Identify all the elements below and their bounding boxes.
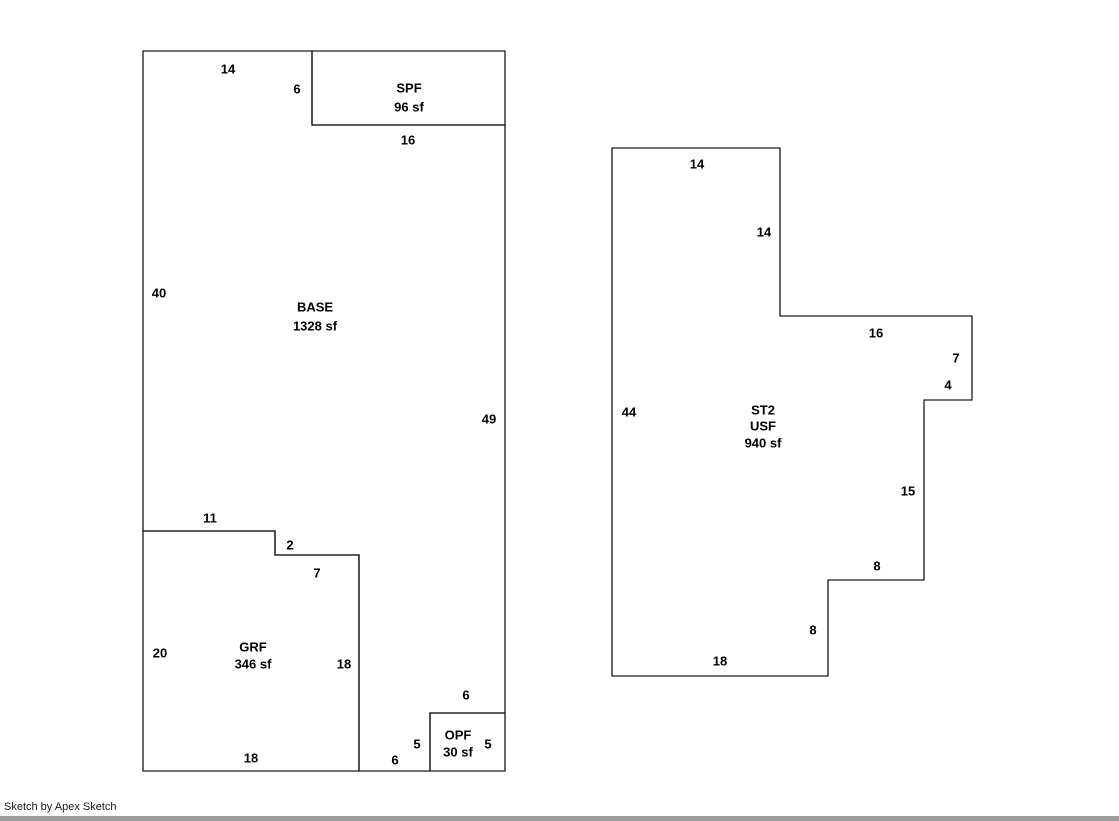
dim-st2-arm-16: 16: [868, 325, 884, 341]
dim-st2-step-8b: 8: [809, 622, 817, 638]
area-base-size: 1328 sf: [292, 318, 338, 334]
dim-st2-top-14: 14: [689, 156, 705, 172]
dim-st2-right-15: 15: [900, 483, 916, 499]
dim-st2-right-14: 14: [756, 224, 772, 240]
dim-grf-left-20: 20: [152, 645, 168, 661]
dim-spf-left-6: 6: [293, 81, 301, 97]
dim-st2-arm-4: 4: [944, 377, 952, 393]
dim-opf-left-5: 5: [413, 736, 421, 752]
area-grf-name: GRF: [239, 639, 267, 655]
opf-outline: [429, 712, 506, 772]
sketch-credit-text: Sketch by Apex Sketch: [4, 801, 117, 813]
area-st2-size: 940 sf: [744, 435, 782, 451]
dim-st2-bottom-18: 18: [712, 653, 728, 669]
area-spf-size: 96 sf: [394, 99, 424, 115]
grf-outline: [142, 530, 360, 772]
dim-base-bottom-6: 6: [391, 752, 399, 768]
dim-grf-step-2: 2: [286, 537, 294, 553]
dim-st2-left-44: 44: [621, 404, 637, 420]
dim-grf-right-18: 18: [336, 656, 352, 672]
area-st2-name: ST2: [751, 402, 775, 418]
dim-st2-step-8a: 8: [873, 558, 881, 574]
dim-spf-bottom-16: 16: [400, 132, 416, 148]
area-st2-type: USF: [750, 418, 776, 434]
footer-bar: [0, 816, 1119, 821]
area-base-name: BASE: [296, 299, 334, 315]
spf-outline: [311, 50, 506, 126]
dim-base-right-49: 49: [481, 411, 497, 427]
area-opf-name: OPF: [444, 727, 472, 743]
dim-base-top-14: 14: [220, 61, 236, 77]
area-spf-name: SPF: [396, 80, 422, 96]
area-grf-size: 346 sf: [234, 656, 272, 672]
dim-opf-top-6: 6: [462, 687, 470, 703]
dim-grf-step-7: 7: [313, 565, 321, 581]
dim-grf-top-11: 11: [203, 510, 217, 526]
st2-outline: [611, 147, 973, 677]
dim-opf-right-5: 5: [484, 736, 492, 752]
dim-grf-bottom-18: 18: [243, 750, 259, 766]
area-opf-size: 30 sf: [443, 744, 473, 760]
base-outline: [142, 50, 506, 772]
dim-base-left-40: 40: [151, 285, 167, 301]
dim-st2-arm-7: 7: [952, 350, 960, 366]
